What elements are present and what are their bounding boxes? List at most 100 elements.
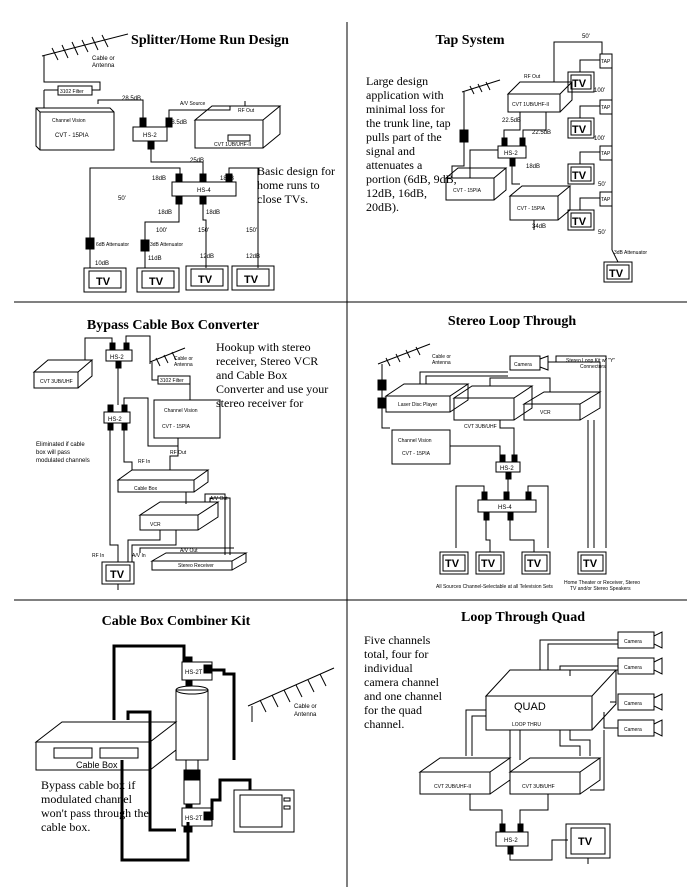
tap-cvt1ub-label: CVT 1UB/UHF-II [512,102,549,108]
bypass-hs2a-label: HS-2 [110,355,124,361]
bypass-hs2b-label: HS-2 [108,417,122,423]
antenna-label-2: Antenna [92,63,115,69]
stereo-camera-label: Camera [514,362,532,368]
stereo-tv-4: TV [583,558,598,570]
len100-label: 100' [156,228,167,234]
tv4db-label: 12dB [246,254,260,260]
tap-rfout-label: RF Out [524,74,541,80]
bypass-cablebox-label: Cable Box [134,486,158,492]
stereo-kit-1: Stereo Loop Kit w/ "Y" [566,358,615,364]
tv3db-label: 12dB [200,254,214,260]
stereo-antenna-2: Antenna [432,360,451,366]
combiner-title: Cable Box Combiner Kit [101,614,251,629]
tap-unit-4: TAP [601,197,611,203]
tap-tv-2: TV [572,124,587,136]
len150b-label: 150' [246,228,257,234]
stereo-footer-left: All Sources Channel-Selectable at all Te… [436,584,553,590]
tap-unit-3: TAP [601,151,611,157]
db18d-label: 18dB [206,210,220,216]
hs2t-bottom-label: HS-2T [185,816,203,822]
splitter-title: Splitter/Home Run Design [131,33,289,48]
db18c-label: 18dB [158,210,172,216]
tap-hs2-label: HS-2 [504,151,518,157]
quad-cvt3ub-label: CVT 3UB/UHF [522,784,555,790]
tap-db225a-label: 22.5dB [502,118,521,124]
bypass-tv-label: TV [110,569,125,581]
quad-cvt2ub-label: CVT 2UB/UHF-II [434,784,471,790]
stereo-footer-right-1: Home Theater or Receiver, Stereo [564,580,640,586]
att6-label: 6dB Attenuator [96,242,129,248]
filter-label: 3102 Filter [60,89,84,95]
stereo-modulator-label: Channel Vision [398,438,432,444]
hs2t-top-label: HS-2T [185,670,203,676]
hs2-label: HS-2 [143,133,157,139]
quad-camera-2: Camera [624,665,642,671]
tap-unit-1: TAP [601,59,611,65]
att3-label: 3dB Attenuator [150,242,183,248]
tap-db34-label: 34dB [532,224,546,230]
quad-loop-label: LOOP THRU [512,722,541,728]
stereo-tv-1: TV [445,558,460,570]
combiner-description: Bypass cable box if modulated channel wo… [41,778,149,834]
bypass-modulator-label: Channel Vision [164,408,198,414]
tap-tv-3: TV [572,170,587,182]
quad-tv-label: TV [578,836,593,848]
stereo-kit-2: Connectors [580,364,606,370]
bypass-filter-label: 3102 Filter [160,378,184,384]
bypass-description: Hookup with stereo receiver, Stereo VCR … [216,340,329,410]
tap-unit-2: TAP [601,105,611,111]
tap-len50c-label: 50' [598,230,606,236]
bypass-antenna-2: Antenna [174,362,193,368]
bypass-cvt-label: CVT 3UB/UHF [40,379,73,385]
gain1-label: 28.5dB [122,96,141,102]
tap-model2-label: CVT - 15PIA [517,206,546,212]
bypass-vcr-label: VCR [150,522,161,528]
bypass-rfin2-label: RF In [92,553,104,559]
tv-label-3: TV [198,274,213,286]
tap-tv-4: TV [572,216,587,228]
stereo-tv-2: TV [481,558,496,570]
db25-label: 25dB [190,158,204,164]
rf-out-label: RF Out [238,108,255,114]
eliminated-3: modulated channels [36,458,90,464]
bypass-avin-label: A/V In [132,553,146,559]
hs4-label: HS-4 [197,188,211,194]
tap-description: Large design application with minimal lo… [366,74,457,214]
tap-tv-5: TV [609,268,624,280]
bypass-avout1-label: A/V Out [210,496,228,502]
len150a-label: 150' [198,228,209,234]
tap-model1-label: CVT - 15PIA [453,188,482,194]
bypass-title: Bypass Cable Box Converter [86,318,260,333]
quad-hs2-label: HS-2 [504,838,518,844]
stereo-hs2-label: HS-2 [500,466,514,472]
splitter-description: Basic design for home runs to close TVs. [257,164,335,206]
model-label: CVT - 15PIA [55,133,89,139]
tap-db225b-label: 22.5dB [532,130,551,136]
stereo-vcr-label: VCR [540,410,551,416]
stereo-tv-3: TV [527,558,542,570]
gain2-label: 28.5dB [168,120,187,126]
bypass-antenna-1: Cable or [174,356,193,362]
antenna-icon [41,33,129,72]
combiner-antenna-1: Cable or [294,704,317,710]
quad-description: Five channels total, four for individual… [364,633,442,731]
modulator-label: Channel Vision [52,118,86,124]
tap-tv-1: TV [572,78,587,90]
bypass-stereo-label: Stereo Receiver [178,563,214,569]
db18b-label: 18dB [220,176,234,182]
combiner-antenna-2: Antenna [294,712,317,718]
bypass-rfout-label: RF Out [170,450,187,456]
tap-title: Tap System [435,33,505,48]
stereo-cvt-label: CVT 3UB/UHF [464,424,497,430]
tap-len100a-label: 100' [594,88,605,94]
bypass-avout2-label: A/V Out [180,548,198,554]
len50-label: 50' [118,196,126,202]
tv-label-2: TV [149,276,164,288]
stereo-antenna-1: Cable or [432,354,451,360]
